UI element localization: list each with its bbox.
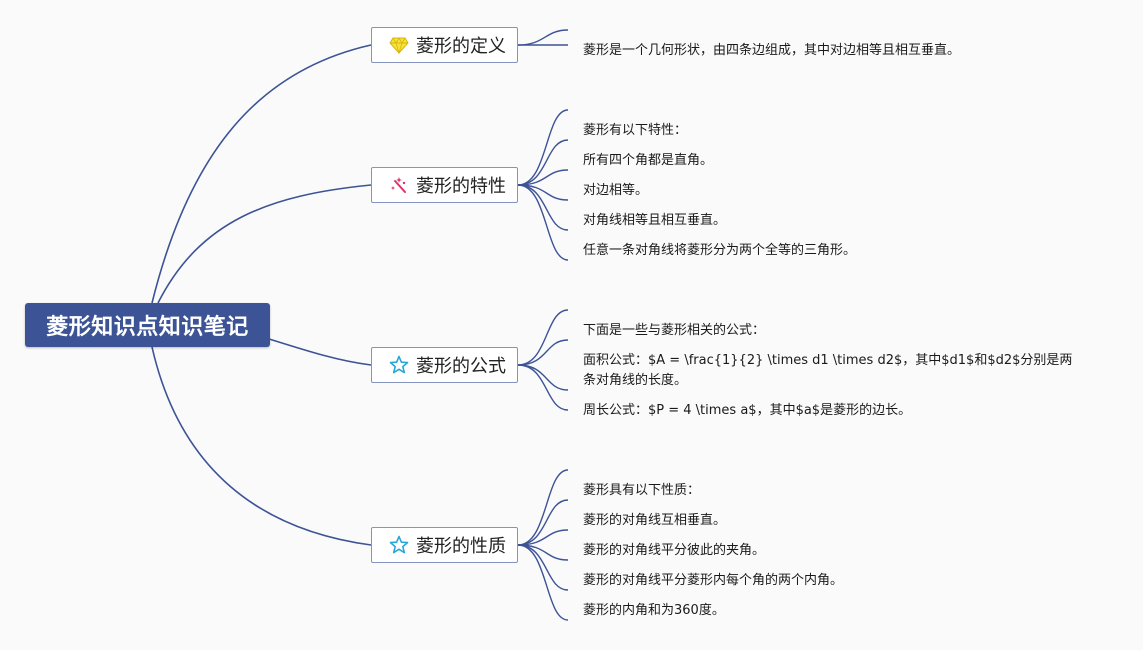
connector-characteristics-leaf-2 (517, 529, 569, 546)
leaf-properties-4[interactable]: 对角线相等且相互垂直。 (583, 213, 727, 228)
branch-definition-label: 菱形的定义 (416, 36, 506, 57)
branch-properties-label: 菱形的特性 (416, 176, 506, 197)
leaf-properties-2[interactable]: 所有四个角都是直角。 (583, 153, 714, 168)
leaf-characteristics-5[interactable]: 菱形的内角和为360度。 (583, 603, 725, 618)
branch-properties[interactable]: 菱形的特性 (371, 167, 518, 203)
sparkle-icon (388, 174, 410, 196)
connector-definition-leaf-1 (517, 29, 569, 46)
branch-formulas[interactable]: 菱形的公式 (371, 347, 518, 383)
leaf-properties-3[interactable]: 对边相等。 (583, 183, 649, 198)
connector-characteristics-leaf-5 (517, 544, 569, 621)
connector-properties-leaf-5 (517, 184, 569, 261)
connector-root-characteristics (151, 346, 372, 546)
branch-formulas-label: 菱形的公式 (416, 356, 506, 377)
connector-formulas-leaf-0 (517, 309, 569, 366)
gem-icon (388, 34, 410, 56)
star-icon (388, 534, 410, 556)
connector-characteristics-leaf-4 (517, 544, 569, 591)
connector-formulas-leaf-1 (517, 339, 569, 366)
leaf-characteristics-1[interactable]: 菱形具有以下性质： (583, 483, 701, 498)
connector-properties-leaf-1 (517, 139, 569, 186)
connector-properties-leaf-2 (517, 169, 569, 186)
root-topic-label: 菱形知识点知识笔记 (46, 315, 249, 340)
leaf-definition-1[interactable]: 菱形是一个几何形状，由四条边组成，其中对边相等且相互垂直。 (583, 43, 961, 58)
branch-characteristics[interactable]: 菱形的性质 (371, 527, 518, 563)
connector-characteristics-leaf-0 (517, 469, 569, 546)
leaf-characteristics-2[interactable]: 菱形的对角线互相垂直。 (583, 513, 727, 528)
connector-characteristics-leaf-1 (517, 499, 569, 546)
leaf-characteristics-4[interactable]: 菱形的对角线平分菱形内每个角的两个内角。 (583, 573, 844, 588)
leaf-characteristics-3[interactable]: 菱形的对角线平分彼此的夹角。 (583, 543, 766, 558)
connector-formulas-leaf-3 (517, 364, 569, 411)
leaf-formulas-3[interactable]: 周长公式：$P = 4 \times a$，其中$a$是菱形的边长。 (583, 403, 912, 418)
branch-characteristics-label: 菱形的性质 (416, 536, 506, 557)
leaf-properties-5[interactable]: 任意一条对角线将菱形分为两个全等的三角形。 (583, 243, 857, 258)
root-topic[interactable]: 菱形知识点知识笔记 (25, 303, 270, 347)
leaf-formulas-2[interactable]: 面积公式：$A = \frac{1}{2} \times d1 \times d… (583, 353, 1073, 388)
leaf-properties-1[interactable]: 菱形有以下特性： (583, 123, 688, 138)
star-icon (388, 354, 410, 376)
connector-properties-leaf-0 (517, 109, 569, 186)
branch-definition[interactable]: 菱形的定义 (371, 27, 518, 63)
connector-properties-leaf-4 (517, 184, 569, 231)
connector-formulas-leaf-2 (517, 364, 569, 391)
leaf-formulas-1[interactable]: 下面是一些与菱形相关的公式： (583, 323, 766, 338)
connector-root-definition (151, 44, 372, 304)
connector-root-properties (157, 184, 372, 304)
